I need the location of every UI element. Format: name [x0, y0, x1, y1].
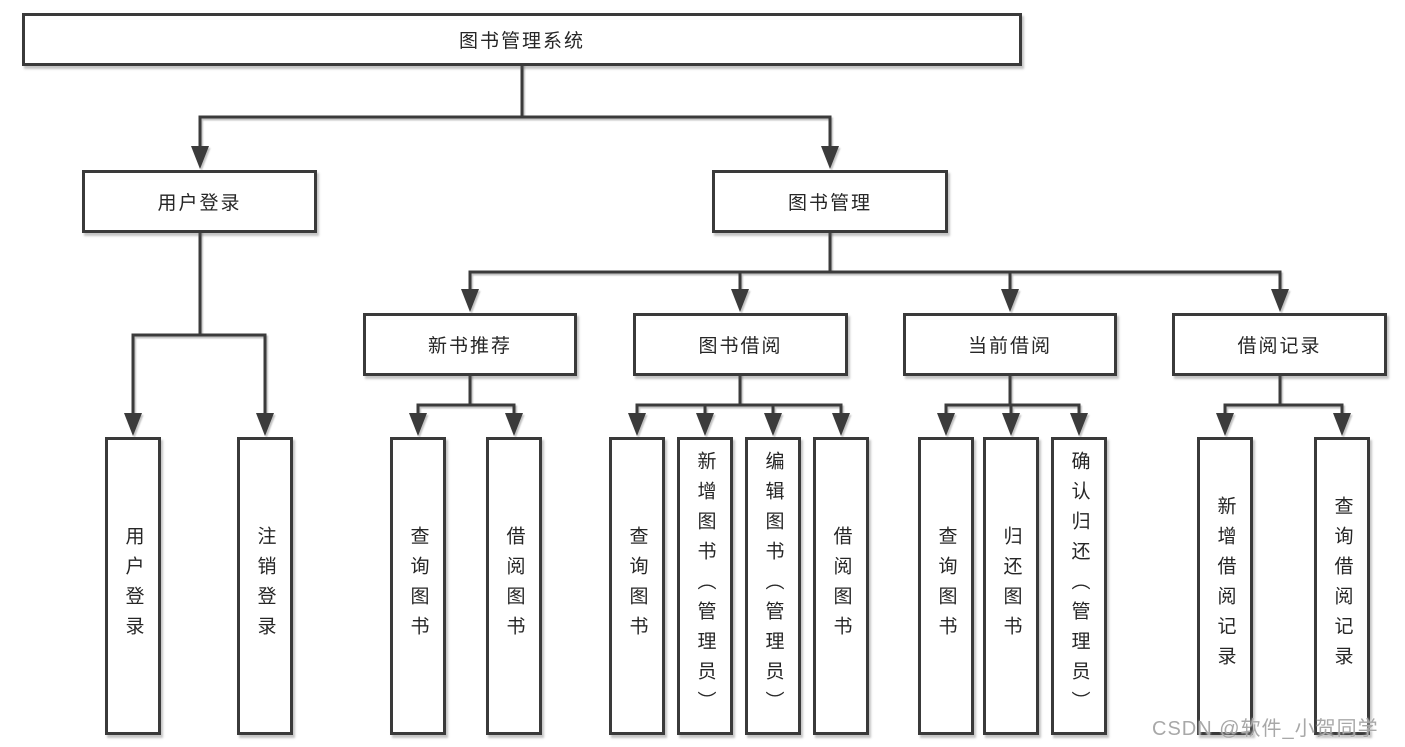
node-label: 用户登录	[157, 193, 242, 214]
node-label: 用户登录	[122, 526, 144, 646]
node-label: 新书推荐	[427, 336, 512, 357]
arrowhead	[731, 289, 749, 312]
arrowhead	[461, 289, 479, 312]
edge-user-login-children	[131, 229, 267, 420]
node-root-library-system: 图书管理系统	[22, 13, 1022, 66]
node-label: 查询借阅记录	[1331, 496, 1353, 676]
leaf-add-borrow-record: 新增借阅记录	[1197, 437, 1253, 735]
arrowhead	[1002, 413, 1020, 436]
arrowhead	[696, 413, 714, 436]
connector-group	[131, 62, 1344, 420]
leaf-logout: 注销登录	[237, 437, 293, 735]
arrowhead	[821, 146, 839, 169]
leaf-borrow-book: 借阅图书	[813, 437, 869, 735]
node-book-management: 图书管理	[712, 170, 948, 233]
node-label: 借阅图书	[830, 526, 852, 646]
node-label: 查询图书	[626, 526, 648, 646]
node-label: 借阅记录	[1237, 336, 1322, 357]
edge-book-mgmt-children	[468, 229, 1282, 294]
node-label: 归还图书	[1000, 526, 1022, 646]
leaf-add-book-admin: 新增图书（管理员）	[677, 437, 733, 735]
node-user-login: 用户登录	[82, 170, 317, 233]
node-label: 编辑图书（管理员）	[762, 451, 784, 721]
edge-new-book-rec-children	[416, 372, 516, 420]
arrowhead	[1001, 289, 1019, 312]
node-label: 借阅图书	[503, 526, 525, 646]
arrowhead	[1271, 289, 1289, 312]
arrowhead	[409, 413, 427, 436]
node-label: 新增图书（管理员）	[694, 451, 716, 721]
leaf-confirm-return-admin: 确认归还（管理员）	[1051, 437, 1107, 735]
leaf-query-book-current: 查询图书	[918, 437, 974, 735]
node-label: 确认归还（管理员）	[1068, 451, 1090, 721]
leaf-query-book-borrowsec: 查询图书	[609, 437, 665, 735]
node-label: 新增借阅记录	[1214, 496, 1236, 676]
node-book-borrow: 图书借阅	[633, 313, 848, 376]
arrowhead	[1070, 413, 1088, 436]
node-label: 查询图书	[407, 526, 429, 646]
leaf-borrow-book-recommend: 借阅图书	[486, 437, 542, 735]
csdn-watermark: CSDN @软件_小贺同学	[1152, 718, 1379, 740]
node-label: 图书管理	[787, 193, 872, 214]
edge-book-borrow-children	[635, 372, 843, 420]
node-label: 注销登录	[254, 526, 276, 646]
arrowhead	[764, 413, 782, 436]
arrowheads	[124, 146, 1351, 436]
node-label: 图书管理系统	[458, 31, 585, 52]
arrowhead	[256, 413, 274, 436]
node-label: 查询图书	[935, 526, 957, 646]
arrowhead	[628, 413, 646, 436]
node-current-borrow: 当前借阅	[903, 313, 1117, 376]
node-label: 图书借阅	[698, 336, 783, 357]
arrowhead	[937, 413, 955, 436]
leaf-user-login: 用户登录	[105, 437, 161, 735]
edge-current-borrow-children	[944, 372, 1081, 420]
node-label: 当前借阅	[967, 336, 1052, 357]
arrowhead	[1216, 413, 1234, 436]
edge-root-to-level2	[198, 62, 832, 150]
node-new-book-recommend: 新书推荐	[363, 313, 577, 376]
arrowhead	[505, 413, 523, 436]
edge-borrow-record-children	[1223, 372, 1344, 420]
leaf-edit-book-admin: 编辑图书（管理员）	[745, 437, 801, 735]
leaf-query-borrow-record: 查询借阅记录	[1314, 437, 1370, 735]
arrowhead	[832, 413, 850, 436]
leaf-query-book-recommend: 查询图书	[390, 437, 446, 735]
leaf-return-book: 归还图书	[983, 437, 1039, 735]
node-borrow-record: 借阅记录	[1172, 313, 1387, 376]
arrowhead	[191, 146, 209, 169]
arrowhead	[124, 413, 142, 436]
arrowhead	[1333, 413, 1351, 436]
